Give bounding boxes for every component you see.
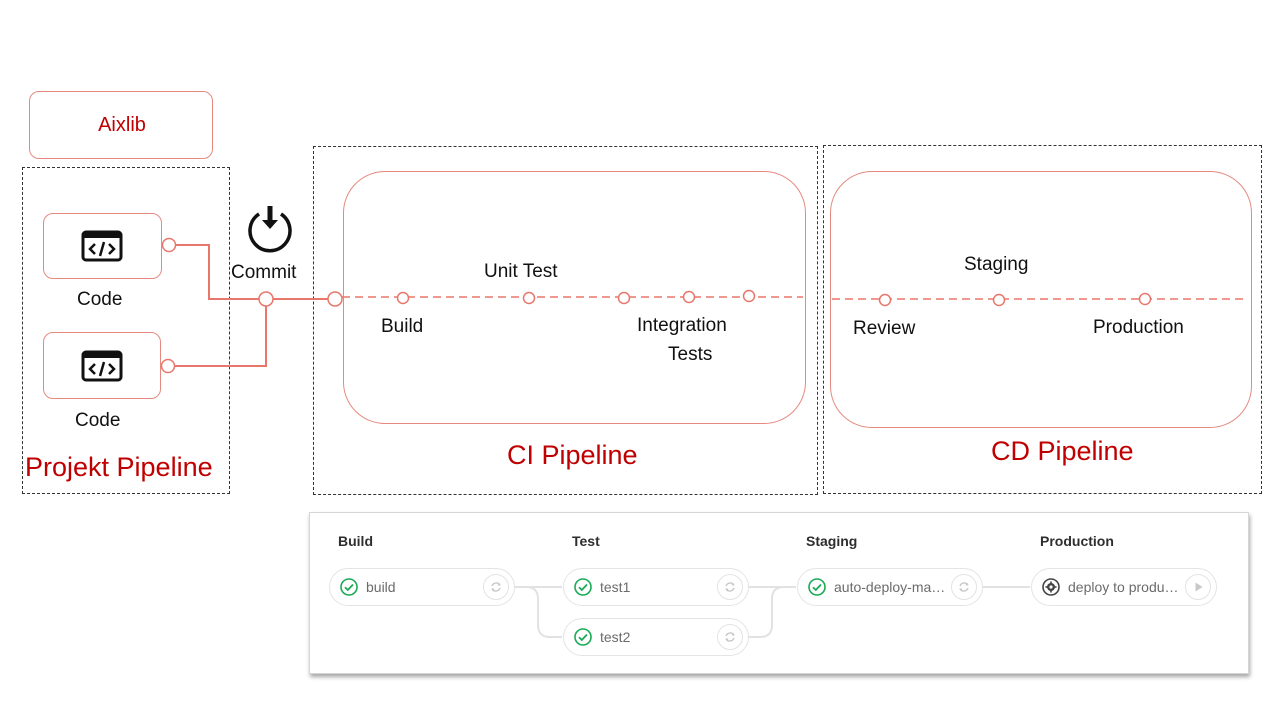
retry-icon: [725, 632, 735, 642]
check-circle-icon: [340, 578, 358, 596]
build-label: Build: [381, 316, 424, 337]
job-connectors: [514, 586, 1030, 638]
cd-pipeline-frame: [823, 145, 1262, 494]
node-build: [396, 291, 410, 305]
node-review: [878, 293, 892, 307]
node-commit: [258, 291, 274, 307]
unit-test-label: Unit Test: [484, 261, 558, 282]
commit-label: Commit: [231, 262, 297, 283]
job-build[interactable]: build: [329, 568, 515, 606]
job-test1[interactable]: test1: [563, 568, 749, 606]
node-ci-end: [742, 289, 756, 303]
node-code-bottom: [160, 358, 176, 374]
check-circle-icon: [808, 578, 826, 596]
node-unit-test: [522, 291, 536, 305]
aixlib-label: Aixlib: [98, 114, 146, 136]
review-label: Review: [853, 318, 916, 339]
retry-button-test1[interactable]: [717, 574, 743, 600]
node-ci-mid: [617, 291, 631, 305]
retry-button-build[interactable]: [483, 574, 509, 600]
aixlib-box: Aixlib: [29, 91, 213, 159]
code-label-bottom: Code: [75, 410, 121, 431]
check-circle-icon: [574, 628, 592, 646]
staging-label: Staging: [964, 254, 1029, 275]
job-auto-deploy[interactable]: auto-deploy-ma…: [797, 568, 983, 606]
node-ci-start: [327, 291, 343, 307]
tests-label: Tests: [668, 344, 713, 365]
stage-title-staging: Staging: [806, 533, 858, 549]
code-box-top: [43, 213, 162, 279]
retry-icon: [725, 582, 735, 592]
projekt-pipeline-frame: [22, 167, 230, 494]
retry-icon: [959, 582, 969, 592]
projekt-pipeline-title: Projekt Pipeline: [25, 452, 213, 482]
play-button-deploy[interactable]: [1185, 574, 1211, 600]
production-label: Production: [1093, 317, 1184, 338]
job-test2[interactable]: test2: [563, 618, 749, 656]
connector-code-bottom: [168, 299, 267, 367]
gitlab-pipeline-panel: Build Test Staging Production build test…: [309, 512, 1249, 674]
code-label-top: Code: [77, 289, 123, 310]
job-auto-deploy-name: auto-deploy-ma…: [834, 579, 946, 595]
integration-label: Integration: [637, 315, 727, 336]
commit-download-icon: [248, 206, 292, 253]
ci-pipeline-title: CI Pipeline: [507, 440, 638, 470]
ci-pipeline-box: [343, 171, 806, 424]
cd-pipeline-title: CD Pipeline: [991, 436, 1134, 466]
stage-title-production: Production: [1040, 533, 1114, 549]
check-circle-icon: [574, 578, 592, 596]
node-code-top: [161, 237, 177, 253]
retry-button-auto-deploy[interactable]: [951, 574, 977, 600]
play-icon: [1195, 582, 1203, 592]
job-deploy-production-name: deploy to produ…: [1068, 579, 1179, 595]
code-window-icon: [81, 350, 123, 382]
stage-title-build: Build: [338, 533, 373, 549]
connector-code-top: [170, 244, 266, 300]
node-integration: [682, 290, 696, 304]
job-build-name: build: [366, 579, 396, 595]
ci-pipeline-frame: [313, 146, 818, 495]
job-test2-name: test2: [600, 629, 631, 645]
retry-icon: [491, 582, 501, 592]
retry-button-test2[interactable]: [717, 624, 743, 650]
node-staging: [992, 293, 1006, 307]
job-deploy-production[interactable]: deploy to produ…: [1031, 568, 1217, 606]
code-window-icon: [81, 230, 123, 262]
gear-status-icon: [1042, 578, 1060, 596]
node-production: [1138, 292, 1152, 306]
job-test1-name: test1: [600, 579, 631, 595]
stage-title-test: Test: [572, 533, 600, 549]
code-box-bottom: [43, 332, 161, 399]
